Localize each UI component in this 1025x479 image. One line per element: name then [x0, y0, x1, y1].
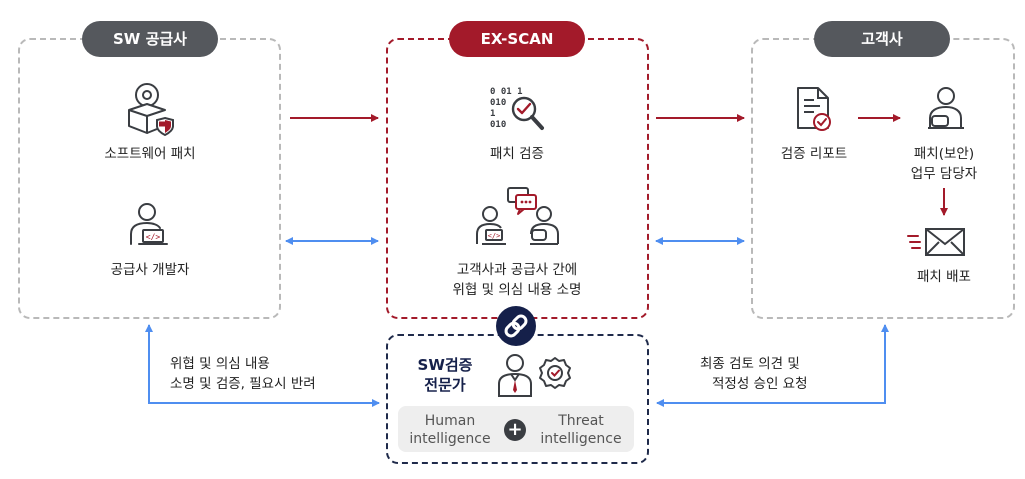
- binary-magnifier-icon: 0 01 1 010 1 010: [488, 82, 548, 136]
- developer-icon: </>: [127, 202, 171, 248]
- expert-title-line1: SW검증: [417, 356, 473, 374]
- svg-text:010: 010: [490, 120, 506, 130]
- link-icon: [504, 314, 528, 338]
- supplier-title: SW 공급사: [82, 21, 218, 57]
- cd-box-shield-icon: [123, 82, 175, 137]
- link-circle: [496, 306, 536, 346]
- badge-icon: [538, 356, 572, 396]
- human-line2: intelligence: [409, 431, 491, 447]
- patch-deploy-label: 패치 배포: [917, 269, 971, 285]
- expert-title: SW검증 전문가: [410, 355, 480, 395]
- right-annotation-line2: 적정성 승인 요청: [712, 376, 808, 392]
- person-icon: [924, 86, 968, 132]
- human-line1: Human: [424, 413, 476, 429]
- verify-report-label: 검증 리포트: [780, 146, 848, 162]
- svg-text:0 01 1: 0 01 1: [490, 87, 523, 97]
- exscan-title: EX-SCAN: [449, 21, 585, 57]
- human-intelligence-label: Human intelligence: [402, 412, 498, 448]
- left-annotation-line1: 위협 및 의심 내용: [170, 356, 270, 372]
- chat-people-icon: </>: [474, 186, 562, 248]
- customer-title: 고객사: [814, 21, 950, 57]
- document-check-icon: [794, 86, 834, 132]
- manager-label-line2: 업무 담당자: [910, 166, 978, 182]
- software-patch-label: 소프트웨어 패치: [104, 146, 196, 162]
- plus-icon: +: [504, 419, 526, 441]
- svg-text:</>: </>: [146, 233, 161, 242]
- supplier-developer-label: 공급사 개발자: [110, 262, 190, 278]
- communication-label-line1: 고객사과 공급사 간에: [456, 262, 578, 278]
- right-annotation-line1: 최종 검토 의견 및: [700, 356, 800, 372]
- threat-intelligence-label: Threat intelligence: [532, 412, 630, 448]
- svg-text:</>: </>: [488, 232, 501, 240]
- communication-label-line2: 위협 및 의심 내용 소명: [452, 282, 582, 298]
- patch-verify-label: 패치 검증: [490, 146, 544, 162]
- mail-icon: [906, 226, 970, 258]
- expert-icon: [496, 352, 534, 398]
- expert-title-line2: 전문가: [424, 376, 466, 394]
- svg-text:010: 010: [490, 98, 506, 108]
- threat-line1: Threat: [558, 413, 604, 429]
- threat-line2: intelligence: [540, 431, 622, 447]
- left-annotation-line2: 소명 및 검증, 필요시 반려: [170, 376, 316, 392]
- manager-label-line1: 패치(보안): [913, 146, 975, 162]
- svg-text:1: 1: [490, 109, 495, 119]
